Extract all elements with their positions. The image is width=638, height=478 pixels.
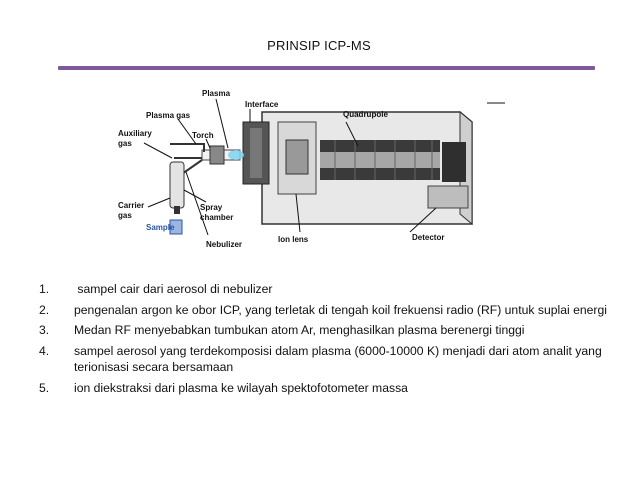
icp-ms-diagram: Plasma Interface Plasma gas Quadrupole A… — [110, 82, 508, 256]
label-plasma-gas: Plasma gas — [146, 111, 191, 120]
step-number: 1. — [39, 282, 50, 296]
label-torch: Torch — [192, 131, 214, 140]
list-item: 1. sampel cair dari aerosol di nebulizer — [39, 281, 609, 298]
step-text: sampel cair dari aerosol di nebulizer — [74, 282, 273, 296]
label-nebulizer: Nebulizer — [206, 240, 242, 249]
list-item: 2. pengenalan argon ke obor ICP, yang te… — [39, 302, 609, 319]
spray-chamber — [169, 161, 185, 209]
label-spray: Spray — [200, 203, 223, 212]
label-auxiliary: Auxiliary — [118, 129, 152, 138]
slide-title: PRINSIP ICP-MS — [267, 38, 371, 53]
detector-body — [442, 142, 466, 182]
ion-lens — [285, 139, 309, 175]
step-number: 2. — [39, 302, 50, 317]
step-text: sampel aerosol yang terdekomposisi dalam… — [74, 343, 602, 375]
quadrupole-core — [320, 152, 440, 168]
step-text: pengenalan argon ke obor ICP, yang terle… — [74, 302, 607, 317]
step-number: 4. — [39, 343, 50, 358]
label-interface: Interface — [245, 100, 279, 109]
quadrupole-rod-top — [320, 140, 440, 152]
label-plasma: Plasma — [202, 89, 231, 98]
label-ion-lens: Ion lens — [278, 235, 309, 244]
chamber-drain — [174, 206, 180, 214]
title-underline — [58, 66, 595, 70]
label-quadrupole: Quadrupole — [343, 110, 388, 119]
nebulizer-line — [181, 159, 203, 176]
interface-cone — [250, 128, 262, 178]
step-number: 3. — [39, 323, 50, 337]
quadrupole-rod-bottom — [320, 168, 440, 180]
step-text: Medan RF menyebabkan tumbukan atom Ar, m… — [74, 323, 525, 337]
quadrupole-rings — [334, 140, 433, 180]
sample-vial — [169, 219, 183, 235]
label-carrier-gas: gas — [118, 211, 132, 220]
label-carrier: Carrier — [118, 201, 144, 210]
list-item: 5. ion diekstraksi dari plasma ke wilaya… — [39, 380, 609, 397]
label-sample: Sample — [146, 223, 175, 232]
label-auxiliary-gas: gas — [118, 139, 132, 148]
icp-ms-schematic: Plasma Interface Plasma gas Quadrupole A… — [118, 89, 505, 249]
process-steps: 1. sampel cair dari aerosol di nebulizer… — [39, 281, 609, 400]
step-text: ion diekstraksi dari plasma ke wilayah s… — [74, 380, 408, 395]
detector-base — [427, 185, 469, 209]
leader-lines — [143, 98, 437, 236]
scale-mark — [487, 102, 505, 104]
list-item: 3. Medan RF menyebabkan tumbukan atom Ar… — [39, 322, 609, 339]
label-chamber: chamber — [200, 213, 233, 222]
torch-coil — [209, 145, 225, 165]
plasma-glow — [228, 150, 244, 160]
plasma-gas-line — [170, 143, 205, 152]
label-detector: Detector — [412, 233, 444, 242]
step-number: 5. — [39, 380, 50, 395]
list-item: 4. sampel aerosol yang terdekomposisi da… — [39, 343, 609, 376]
